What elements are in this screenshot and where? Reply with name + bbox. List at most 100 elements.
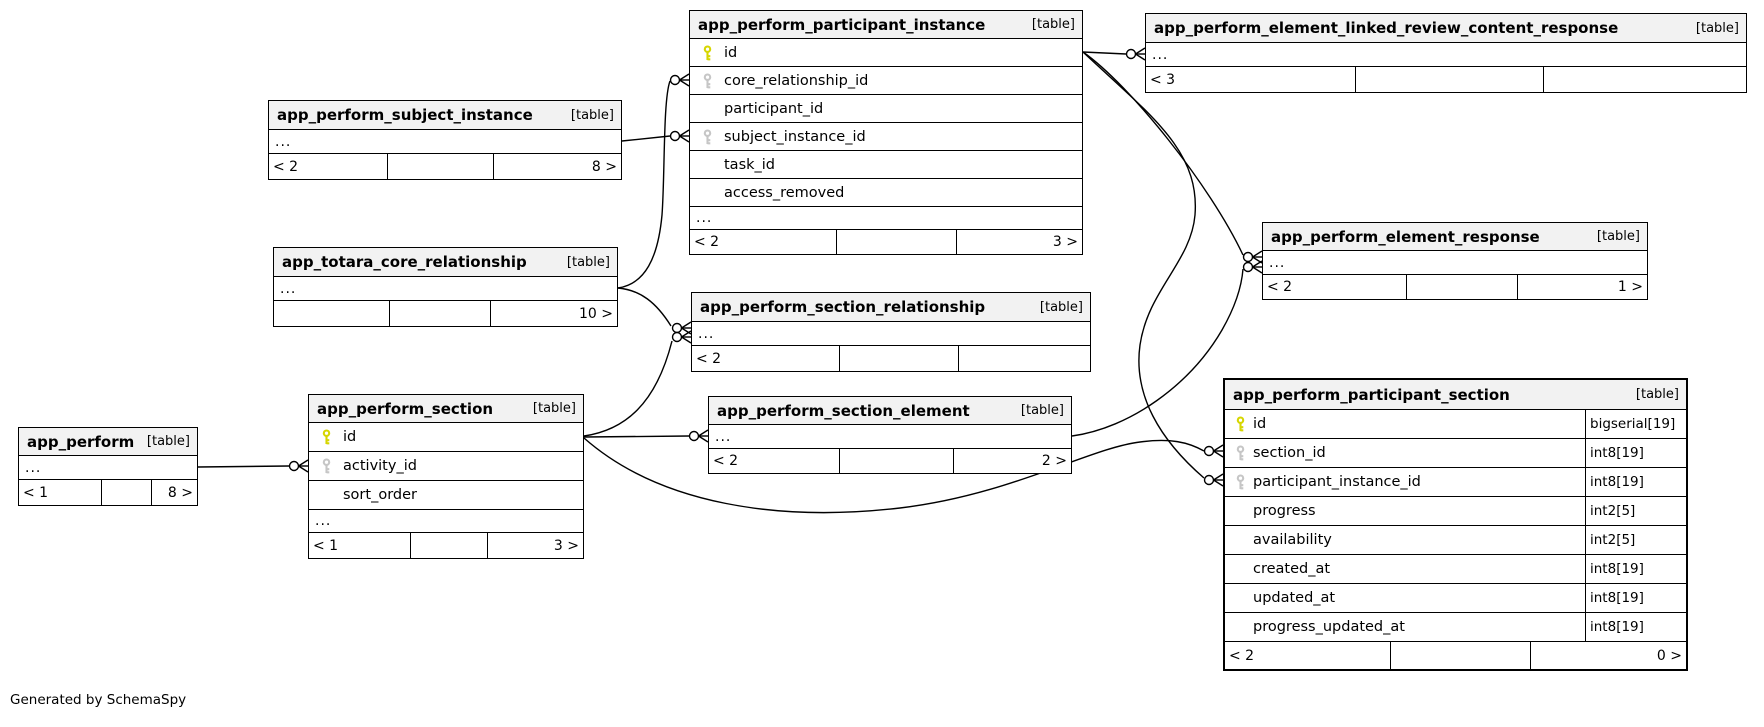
parent-degree: < 2 — [273, 158, 299, 175]
parent-degree: < 2 — [1229, 647, 1255, 664]
column-row-subject_instance_id: subject_instance_id — [690, 123, 1082, 151]
table-tag: [table] — [1031, 17, 1075, 32]
table-header: app_perform_section_relationship [table] — [692, 293, 1090, 322]
column-type: int8[19] — [1585, 555, 1686, 583]
child-degree — [957, 346, 1090, 371]
column-row-availability: availability int2[5] — [1225, 526, 1686, 555]
degree-footer: < 2 — [692, 346, 1090, 371]
table-name[interactable]: app_totara_core_relationship — [282, 253, 527, 271]
table-app_perform_element_linked_review_content_response[interactable]: app_perform_element_linked_review_conten… — [1145, 13, 1747, 93]
column-name: created_at — [1253, 561, 1331, 577]
table-tag: [table] — [1695, 20, 1739, 36]
relationship-edge:app_perform->app_perform_section.activity_id — [197, 459, 309, 473]
degree-footer: < 3 — [1146, 67, 1746, 92]
relationship-edge:app_perform_section->app_perform_section_element — [583, 429, 709, 443]
column-name: core_relationship_id — [724, 72, 869, 89]
table-name[interactable]: app_perform_element_response — [1271, 227, 1540, 246]
column-row-id: id — [309, 423, 583, 452]
child-degree: 0 > — [1530, 642, 1686, 669]
column-name: id — [343, 429, 357, 445]
table-header: app_perform_participant_section [table] — [1225, 380, 1686, 410]
footer-spacer — [410, 533, 486, 558]
column-row-activity_id: activity_id — [309, 452, 583, 481]
footer-spacer — [836, 230, 955, 254]
relationship-edge:app_perform_section->app_perform_section_relationship — [583, 330, 692, 437]
child-degree: 2 > — [952, 449, 1071, 473]
column-row-sort_order: sort_order — [309, 481, 583, 510]
degree-footer: < 2 8 > — [269, 154, 621, 179]
column-row-progress_updated_at: progress_updated_at int8[19] — [1225, 613, 1686, 642]
footer-spacer — [839, 449, 952, 473]
column-type: int8[19] — [1585, 613, 1686, 641]
table-name[interactable]: app_perform_section_element — [717, 401, 970, 420]
child-degree: 8 > — [493, 154, 621, 179]
table-name[interactable]: app_perform_subject_instance — [277, 106, 533, 124]
column-row-task_id: task_id — [690, 151, 1082, 179]
parent-degree: < 3 — [1150, 71, 1176, 88]
hidden-columns-ellipsis: ... — [709, 425, 1071, 449]
column-row-participant_id: participant_id — [690, 95, 1082, 123]
child-degree: 8 > — [150, 480, 198, 505]
foreign-key-icon — [1235, 474, 1246, 490]
table-header: app_perform_section[table] — [309, 395, 583, 423]
parent-degree: < 1 — [313, 537, 339, 554]
table-tag: [table] — [1635, 387, 1679, 402]
relationship-edge:app_perform_subject_instance->app_perform_participant_instance.subject_instance_id — [621, 129, 690, 143]
table-name[interactable]: app_perform_element_linked_review_conten… — [1154, 19, 1619, 37]
table-name[interactable]: app_perform — [27, 432, 135, 451]
table-header: app_perform_section_element[table] — [709, 397, 1071, 425]
table-header: app_totara_core_relationship [table] — [274, 248, 617, 277]
column-type: int2[5] — [1585, 526, 1686, 554]
column-type: int8[19] — [1585, 439, 1686, 467]
column-row-access_removed: access_removed — [690, 179, 1082, 207]
column-name: availability — [1253, 532, 1332, 548]
table-app_perform_subject_instance[interactable]: app_perform_subject_instance[table]...< … — [268, 100, 622, 180]
primary-key-icon — [1235, 416, 1246, 432]
parent-degree: < 2 — [694, 234, 720, 250]
foreign-key-icon — [702, 72, 713, 89]
column-name: task_id — [724, 156, 776, 173]
hidden-columns-ellipsis: ... — [692, 322, 1090, 346]
table-name[interactable]: app_perform_participant_instance — [698, 15, 986, 34]
column-name: section_id — [1253, 445, 1326, 461]
column-row-section_id: section_id int8[19] — [1225, 439, 1686, 468]
table-app_perform_section_element[interactable]: app_perform_section_element[table]...< 2… — [708, 396, 1072, 474]
table-tag: [table] — [570, 107, 614, 123]
footer-spacer — [1389, 642, 1531, 669]
table-header: app_perform_participant_instance [table] — [690, 11, 1082, 39]
table-header: app_perform_subject_instance [table] — [269, 101, 621, 130]
footer-spacer — [386, 154, 493, 179]
hidden-columns-ellipsis: ... — [269, 130, 621, 154]
footer-spacer — [839, 346, 957, 371]
parent-degree: < 2 — [696, 350, 722, 367]
column-name: sort_order — [343, 487, 417, 503]
table-name[interactable]: app_perform_section — [317, 399, 494, 418]
hidden-columns-ellipsis: ... — [1263, 251, 1647, 275]
primary-key-icon — [702, 44, 713, 61]
table-tag: [table] — [566, 254, 610, 270]
table-app_perform_section_relationship[interactable]: app_perform_section_relationship [table].… — [691, 292, 1091, 372]
table-app_totara_core_relationship[interactable]: app_totara_core_relationship[table]...10… — [273, 247, 618, 327]
table-name[interactable]: app_perform_section_relationship — [700, 298, 986, 316]
table-name[interactable]: app_perform_participant_section — [1233, 385, 1510, 404]
column-name: progress — [1253, 503, 1316, 519]
relationship-edge:app_perform_participant_instance->app_perform_element_linked_review_content_response — [1082, 47, 1146, 61]
table-tag: [table] — [1039, 299, 1083, 315]
table-app_perform_participant_instance[interactable]: app_perform_participant_instance [table] i… — [689, 10, 1083, 255]
column-type: int8[19] — [1585, 584, 1686, 612]
parent-degree: < 2 — [1267, 279, 1293, 295]
column-name: progress_updated_at — [1253, 619, 1405, 635]
column-row-core_relationship_id: core_relationship_id — [690, 67, 1082, 95]
table-app_perform_participant_section[interactable]: app_perform_participant_section[table]id… — [1223, 378, 1688, 671]
table-app_perform_element_response[interactable]: app_perform_element_response[table]...< … — [1262, 222, 1648, 300]
column-row-id: id — [690, 39, 1082, 67]
column-name: id — [724, 44, 738, 61]
